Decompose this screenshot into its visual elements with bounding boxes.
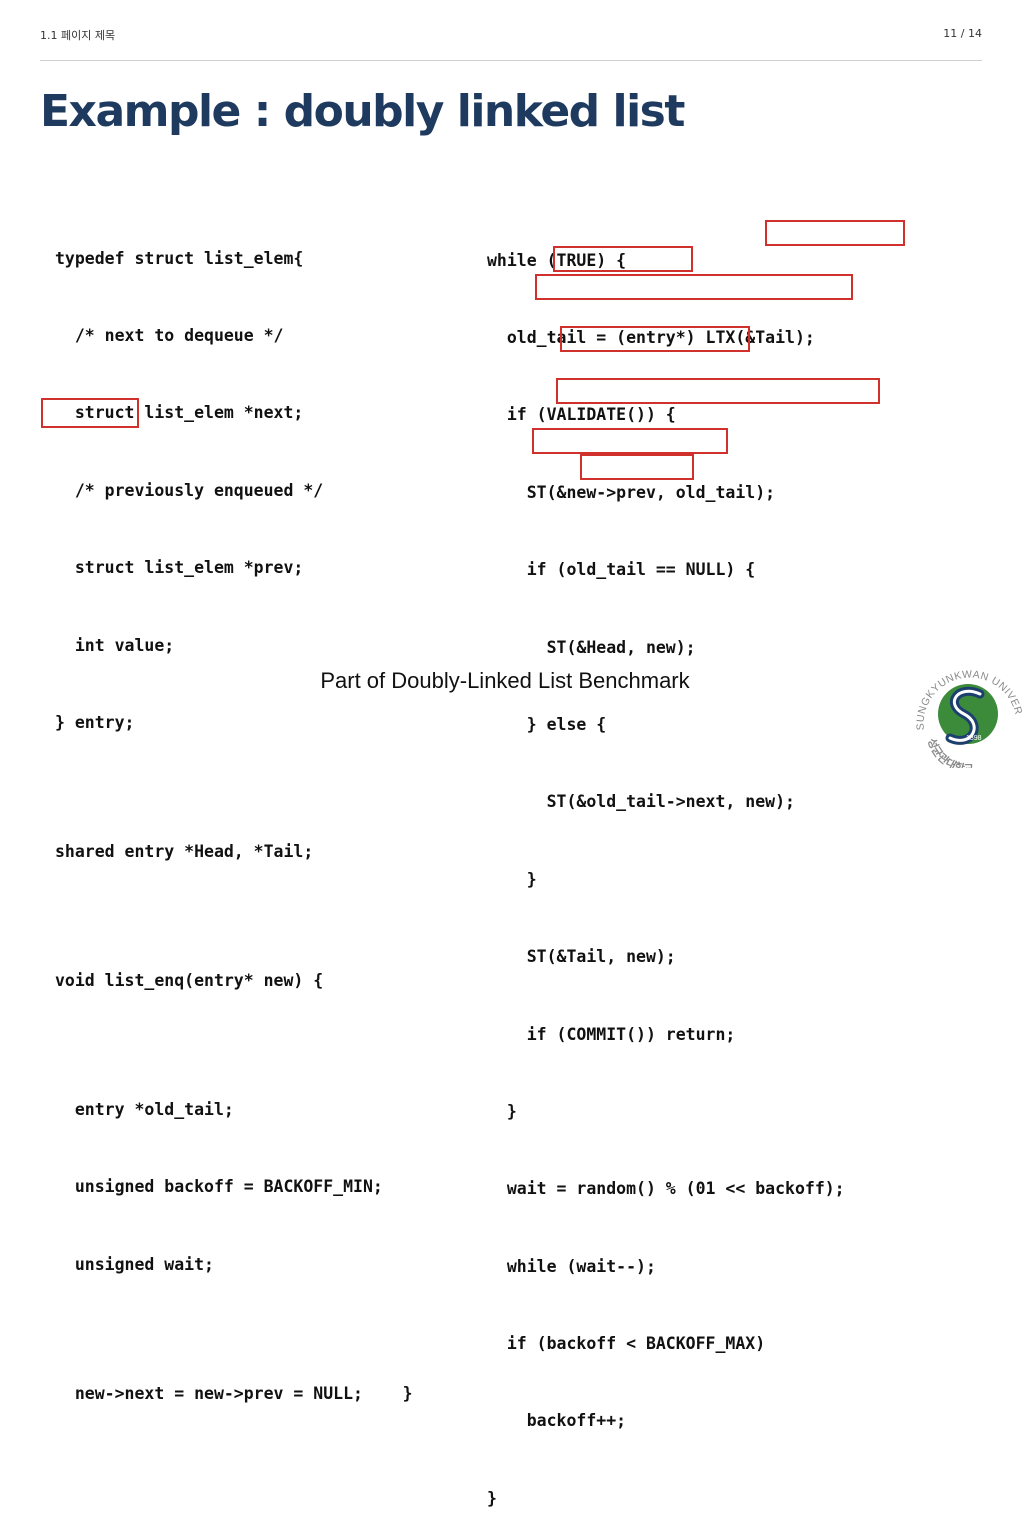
highlight-st-head bbox=[560, 326, 750, 352]
code-line: while (TRUE) { bbox=[487, 250, 627, 270]
code-line: typedef struct list_elem{ bbox=[55, 248, 304, 268]
university-emblem: SUNGKYUNKWAN UNIVERSITY 성균관대학교 1398 bbox=[902, 655, 1024, 775]
code-line: while (wait--); bbox=[487, 1256, 656, 1276]
code-line: unsigned backoff = BACKOFF_MIN; bbox=[55, 1177, 383, 1197]
code-line: struct list_elem *next; bbox=[55, 403, 304, 423]
code-line: void list_enq(entry* new) { bbox=[55, 970, 324, 990]
code-line: entry *old_tail; bbox=[55, 1099, 234, 1119]
slide-title: Example : doubly linked list bbox=[40, 86, 685, 137]
code-line: backoff++; bbox=[487, 1411, 627, 1431]
code-line: if (COMMIT()) return; bbox=[487, 1024, 736, 1044]
caption: Part of Doubly-Linked List Benchmark bbox=[320, 668, 690, 693]
code-line: shared entry *Head, *Tail; bbox=[55, 841, 314, 861]
code-line: old_tail = (entry*) LTX(&Tail); bbox=[487, 327, 815, 347]
code-line: } bbox=[487, 1488, 497, 1508]
code-left: typedef struct list_elem{ /* next to deq… bbox=[55, 194, 413, 1432]
code-line: new->next = new->prev = NULL; } bbox=[55, 1383, 413, 1403]
code-line: if (VALIDATE()) { bbox=[487, 405, 676, 425]
highlight-validate bbox=[553, 246, 693, 272]
highlight-st-old-tail-next bbox=[556, 378, 880, 404]
page-number: 11 / 14 bbox=[943, 27, 982, 40]
code-line: unsigned wait; bbox=[55, 1254, 214, 1274]
code-line: struct list_elem *prev; bbox=[55, 558, 304, 578]
highlight-commit bbox=[580, 454, 694, 480]
code-line: if (backoff < BACKOFF_MAX) bbox=[487, 1334, 766, 1354]
code-line: ST(&Head, new); bbox=[487, 637, 696, 657]
code-line: } else { bbox=[487, 714, 607, 734]
code-line: /* next to dequeue */ bbox=[55, 325, 284, 345]
code-line: int value; bbox=[55, 635, 175, 655]
code-line: ST(&old_tail->next, new); bbox=[487, 792, 795, 812]
emblem-year: 1398 bbox=[966, 735, 982, 742]
highlight-shared bbox=[41, 398, 139, 428]
code-line: if (old_tail == NULL) { bbox=[487, 560, 756, 580]
code-line: /* previously enqueued */ bbox=[55, 480, 324, 500]
code-line: } bbox=[487, 869, 537, 889]
code-line: } entry; bbox=[55, 712, 135, 732]
highlight-st-tail bbox=[532, 428, 728, 454]
code-line: wait = random() % (01 << backoff); bbox=[487, 1179, 845, 1199]
header-divider bbox=[40, 60, 982, 61]
code-line: } bbox=[487, 1101, 517, 1121]
code-line: ST(&Tail, new); bbox=[487, 947, 676, 967]
code-line: ST(&new->prev, old_tail); bbox=[487, 482, 776, 502]
highlight-ltx bbox=[765, 220, 905, 246]
highlight-st-new-prev bbox=[535, 274, 853, 300]
section-label: 1.1 페이지 제목 bbox=[40, 29, 116, 42]
